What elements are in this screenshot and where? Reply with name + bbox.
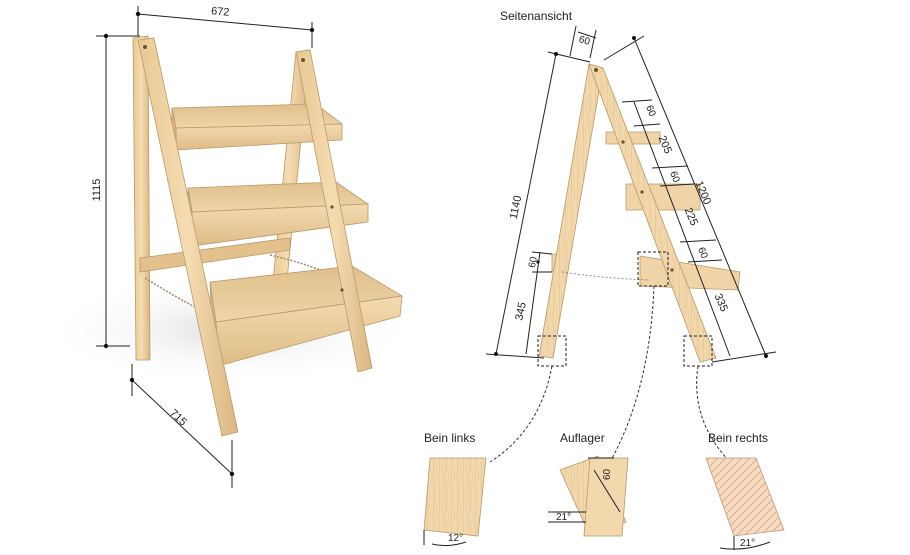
detail-left-label: Bein links: [424, 431, 475, 445]
side-shelf-top: [605, 131, 661, 145]
dim-left-345: 345: [513, 301, 529, 321]
detail-support-label: Auflager: [560, 431, 605, 445]
dim-right-60c: 60: [695, 246, 710, 261]
dim-left-60: 60: [527, 255, 540, 269]
detail-bein-rechts: Bein rechts 21°: [705, 431, 785, 550]
side-left-leg: [538, 63, 604, 359]
side-view-title: Seitenansicht: [500, 9, 573, 23]
detail-support-size: 60: [602, 468, 613, 480]
dim-top-60: 60: [577, 34, 591, 48]
dim-right-205: 205: [656, 134, 674, 156]
detail-box-support: [637, 251, 669, 287]
dim-depth-label: 715: [167, 407, 189, 428]
detail-right-label: Bein rechts: [708, 431, 768, 445]
dim-right-60a: 60: [643, 104, 658, 119]
detail-right-angle: 21°: [740, 538, 755, 549]
side-shelf-bottom: [639, 255, 741, 291]
detail-bein-links: Bein links 12°: [423, 431, 487, 547]
dim-left-1140: 1140: [508, 195, 525, 221]
perspective-view: 672 1115 715: [40, 5, 420, 488]
tray-top: [171, 103, 344, 151]
side-view: Seitenansicht 60 1140 60 345: [485, 9, 777, 463]
rope-right: [269, 254, 321, 271]
dim-height-label: 1115: [91, 179, 103, 202]
back-cross-bar: [139, 237, 291, 273]
front-right-leg: [295, 49, 373, 373]
detail-support-angle: 21°: [556, 512, 571, 523]
front-left-leg: [137, 37, 239, 437]
dim-right-335: 335: [712, 292, 730, 314]
dim-width-label: 672: [211, 5, 230, 19]
dim-right-60b: 60: [667, 170, 682, 185]
detail-auflager: Auflager 60 21°: [548, 431, 629, 537]
side-right-leg: [588, 63, 717, 363]
detail-left-angle: 12°: [448, 533, 463, 544]
